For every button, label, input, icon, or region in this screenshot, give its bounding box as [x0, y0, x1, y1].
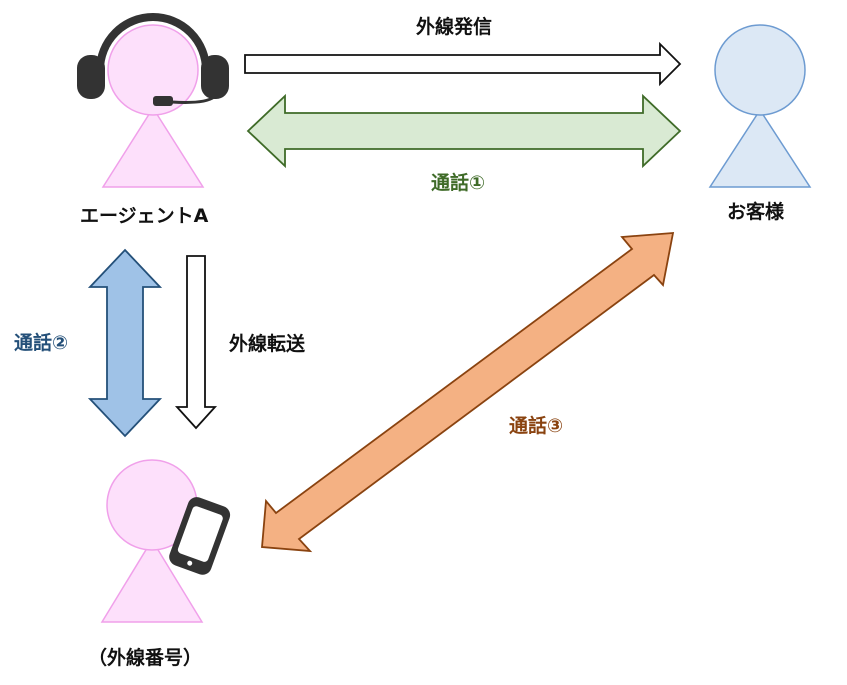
- customer-head: [714, 24, 806, 116]
- outbound-transfer-arrow: [174, 255, 218, 430]
- outbound-call-arrow: [244, 41, 682, 87]
- agent-a-body: [101, 106, 205, 188]
- agent-a-figure: [77, 13, 229, 188]
- call-3-label: 通話③: [509, 415, 564, 437]
- customer-body: [708, 108, 812, 188]
- customer-figure: [708, 24, 812, 188]
- external-number-figure: [100, 459, 231, 623]
- agent-a-label: エージェントA: [80, 205, 209, 227]
- agent-a-head: [107, 24, 199, 116]
- external-number-label: （外線番号）: [88, 647, 203, 669]
- customer-label: お客様: [727, 201, 785, 223]
- call-2-label: 通話②: [14, 332, 69, 354]
- call-1-label: 通話①: [431, 172, 486, 194]
- call-3-arrow: [261, 232, 675, 553]
- outbound-transfer-label: 外線転送: [229, 333, 306, 355]
- headset-icon: [77, 13, 229, 106]
- external-body: [100, 538, 204, 623]
- outbound-call-label: 外線発信: [416, 16, 493, 38]
- call-1-arrow: [246, 93, 682, 169]
- smartphone-icon: [169, 497, 231, 575]
- call-2-arrow: [87, 248, 163, 438]
